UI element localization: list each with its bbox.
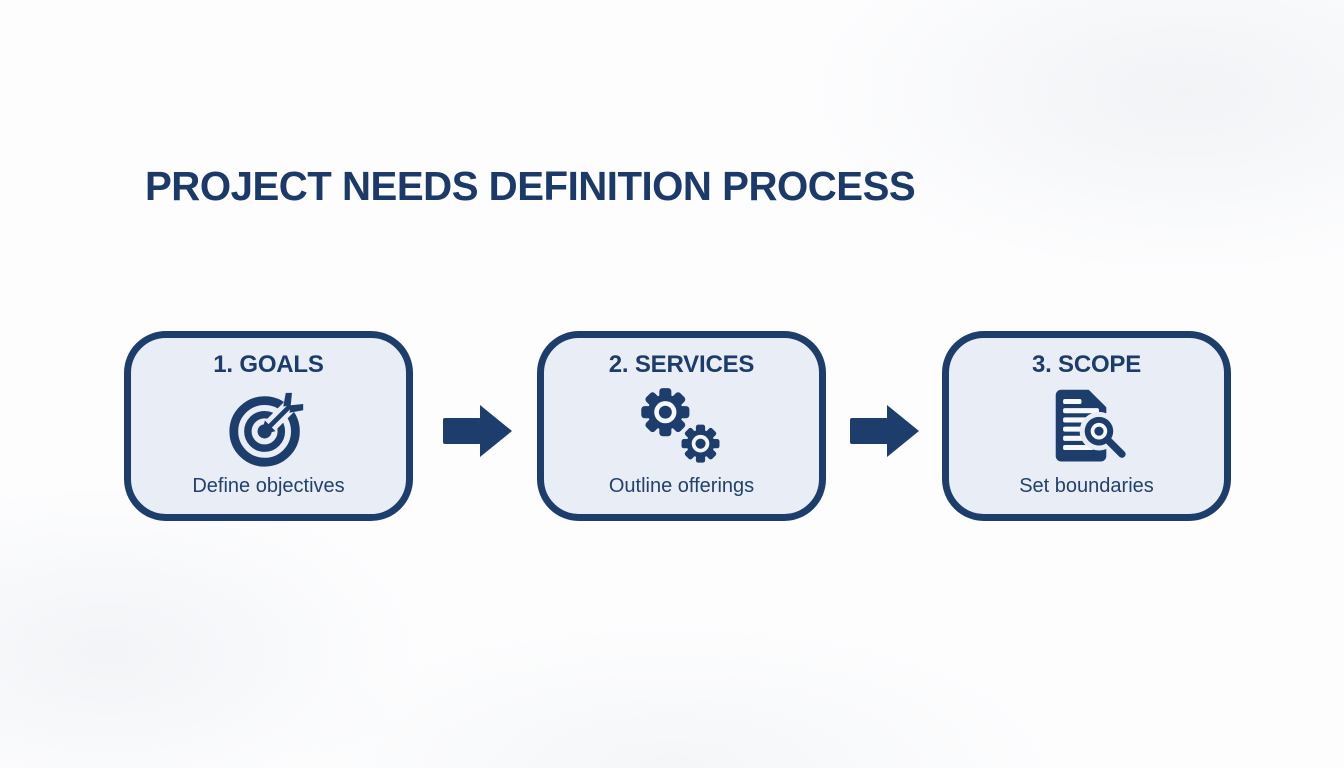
step-heading: 1. GOALS (213, 351, 324, 378)
step-label: Outline offerings (608, 475, 755, 497)
step-box-services: 2. SERVICES (537, 331, 826, 521)
target-icon (222, 383, 316, 471)
gears-icon (632, 384, 732, 470)
step-box-goals: 1. GOALS Define objectives (124, 331, 413, 521)
page-title: PROJECT NEEDS DEFINITION PROCESS (145, 163, 916, 209)
step-heading: 2. SERVICES (608, 351, 755, 378)
step-label: Set boundaries (1019, 475, 1154, 497)
arrow-right-icon (850, 405, 919, 457)
step-label: Define objectives (192, 475, 345, 497)
arrow-right-icon (443, 405, 512, 457)
step-heading: 3. SCOPE (1031, 351, 1142, 378)
step-box-scope: 3. SCOPE (942, 331, 1231, 521)
document-search-icon (1041, 385, 1133, 470)
